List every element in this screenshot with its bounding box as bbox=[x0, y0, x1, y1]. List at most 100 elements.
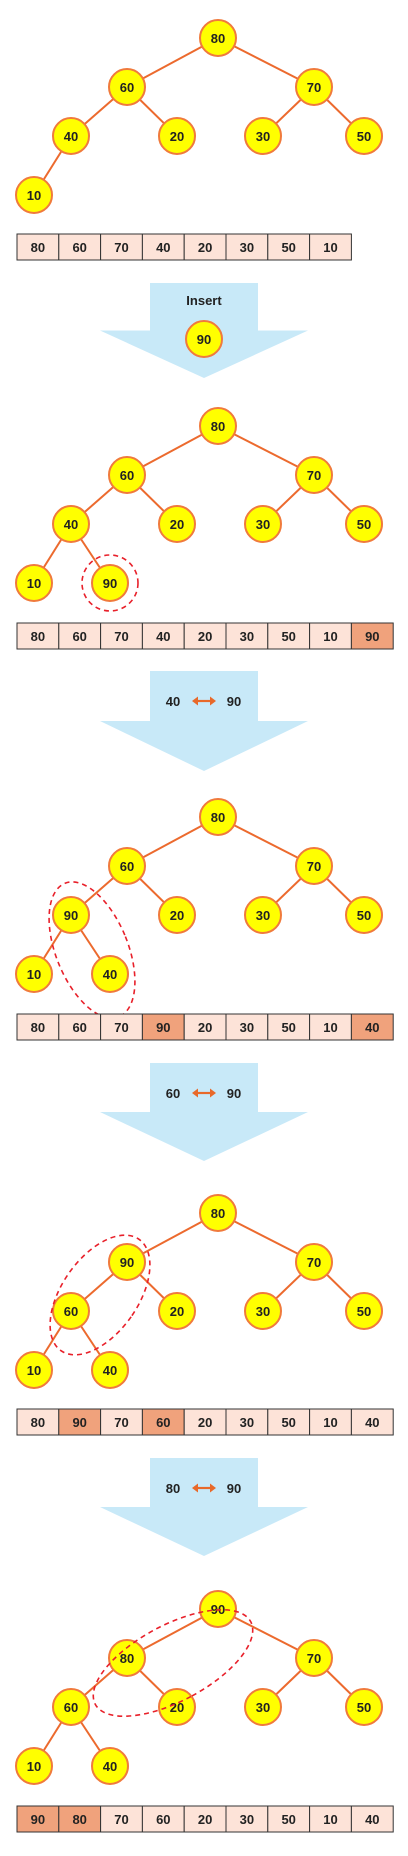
tree-node-circle bbox=[199, 1590, 237, 1628]
array-cell: 60 bbox=[58, 1013, 102, 1041]
array-cell-value: 70 bbox=[114, 240, 128, 255]
array-cell-box bbox=[267, 233, 311, 261]
array-cell-value: 90 bbox=[365, 629, 379, 644]
array-cell-value: 80 bbox=[31, 240, 45, 255]
array-cell: 60 bbox=[141, 1805, 185, 1833]
tree-node: 60 bbox=[108, 847, 146, 885]
tree-node-label: 50 bbox=[357, 129, 371, 144]
insert-node-label: 90 bbox=[197, 332, 211, 347]
tree-node: 80 bbox=[108, 1639, 146, 1677]
tree-node: 70 bbox=[295, 1639, 333, 1677]
array-cell-box bbox=[16, 1013, 60, 1041]
swap-right-value: 90 bbox=[227, 694, 241, 709]
array-cell-value: 70 bbox=[114, 1812, 128, 1827]
tree-node-label: 80 bbox=[211, 1206, 225, 1221]
tree-node: 20 bbox=[158, 1292, 196, 1330]
array-cell-highlighted bbox=[58, 1408, 102, 1436]
tree-node: 80 bbox=[199, 1194, 237, 1232]
array-cell: 10 bbox=[309, 1805, 352, 1833]
tree-node: 30 bbox=[244, 117, 282, 155]
tree-node-circle bbox=[15, 564, 53, 602]
down-arrow-icon bbox=[100, 1458, 308, 1556]
swap-arrow-head-right bbox=[210, 1088, 216, 1098]
array-cell-value: 40 bbox=[156, 240, 170, 255]
tree-node-label: 40 bbox=[103, 967, 117, 982]
tree-node-label: 80 bbox=[211, 31, 225, 46]
tree-node-label: 10 bbox=[27, 967, 41, 982]
tree-node: 10 bbox=[15, 955, 53, 993]
array-cell-box bbox=[309, 1013, 352, 1041]
array-cell-box bbox=[225, 1013, 269, 1041]
array-cell-value: 60 bbox=[156, 1415, 170, 1430]
tree-node-label: 20 bbox=[170, 1304, 184, 1319]
array-cell: 50 bbox=[267, 1805, 311, 1833]
array-cell-value: 70 bbox=[114, 1415, 128, 1430]
array-cell: 60 bbox=[58, 622, 102, 650]
tree-node-circle bbox=[295, 847, 333, 885]
array-cell-box bbox=[141, 1805, 185, 1833]
tree-node-label: 80 bbox=[211, 810, 225, 825]
array-cell: 50 bbox=[267, 1013, 311, 1041]
tree-node-label: 70 bbox=[307, 859, 321, 874]
tree-node-label: 10 bbox=[27, 188, 41, 203]
tree-node-label: 60 bbox=[64, 1304, 78, 1319]
swap-arrow-head-right bbox=[210, 696, 216, 706]
array-cell-value: 60 bbox=[156, 1812, 170, 1827]
array-cell-value: 50 bbox=[281, 240, 295, 255]
array-cell: 80 bbox=[16, 233, 60, 261]
array-cell: 90 bbox=[58, 1408, 102, 1436]
array-cell: 80 bbox=[16, 1013, 60, 1041]
tree-node-circle bbox=[52, 1292, 90, 1330]
array-cell-value: 40 bbox=[365, 1020, 379, 1035]
tree-node-label: 70 bbox=[307, 80, 321, 95]
array-cell-box bbox=[183, 1805, 227, 1833]
array-cell: 30 bbox=[225, 233, 269, 261]
array-cell-value: 80 bbox=[72, 1812, 86, 1827]
array-cell-value: 80 bbox=[31, 1020, 45, 1035]
tree-node-circle bbox=[158, 505, 196, 543]
array-cell-box bbox=[100, 622, 143, 650]
tree-node-label: 50 bbox=[357, 908, 371, 923]
tree-node: 30 bbox=[244, 1292, 282, 1330]
array-cell: 80 bbox=[58, 1805, 102, 1833]
tree-node-circle bbox=[15, 1747, 53, 1785]
array-cell-value: 20 bbox=[198, 1415, 212, 1430]
tree-node-label: 10 bbox=[27, 576, 41, 591]
tree-node-label: 30 bbox=[256, 1304, 270, 1319]
array-cell-value: 30 bbox=[240, 1812, 254, 1827]
tree-node-circle bbox=[345, 1292, 383, 1330]
swap-right-value: 90 bbox=[227, 1481, 241, 1496]
array-cell: 40 bbox=[350, 1013, 394, 1041]
tree-node: 20 bbox=[158, 1688, 196, 1726]
array-cell-highlighted bbox=[350, 622, 394, 650]
array-cell-value: 50 bbox=[281, 1415, 295, 1430]
array-cell-value: 30 bbox=[240, 1020, 254, 1035]
tree-node-label: 40 bbox=[64, 129, 78, 144]
tree-node-label: 90 bbox=[103, 576, 117, 591]
tree-node: 60 bbox=[52, 1292, 90, 1330]
tree-node-circle bbox=[91, 1351, 129, 1389]
array-cell-box bbox=[100, 1013, 143, 1041]
down-arrow-icon bbox=[100, 671, 308, 771]
tree-node-label: 30 bbox=[256, 1700, 270, 1715]
tree-node-label: 40 bbox=[103, 1363, 117, 1378]
array-cell-box bbox=[350, 1805, 394, 1833]
tree-node-circle bbox=[158, 896, 196, 934]
tree-node-label: 20 bbox=[170, 129, 184, 144]
array-cell-box bbox=[309, 1408, 352, 1436]
down-arrow-icon bbox=[100, 1063, 308, 1161]
tree-node-label: 20 bbox=[170, 1700, 184, 1715]
array-cell: 90 bbox=[350, 622, 394, 650]
array-cell: 20 bbox=[183, 1408, 227, 1436]
array-cell-box bbox=[183, 233, 227, 261]
array-cell: 30 bbox=[225, 622, 269, 650]
array-cell: 90 bbox=[16, 1805, 60, 1833]
tree-node: 30 bbox=[244, 505, 282, 543]
array-cell-highlighted bbox=[141, 1408, 185, 1436]
